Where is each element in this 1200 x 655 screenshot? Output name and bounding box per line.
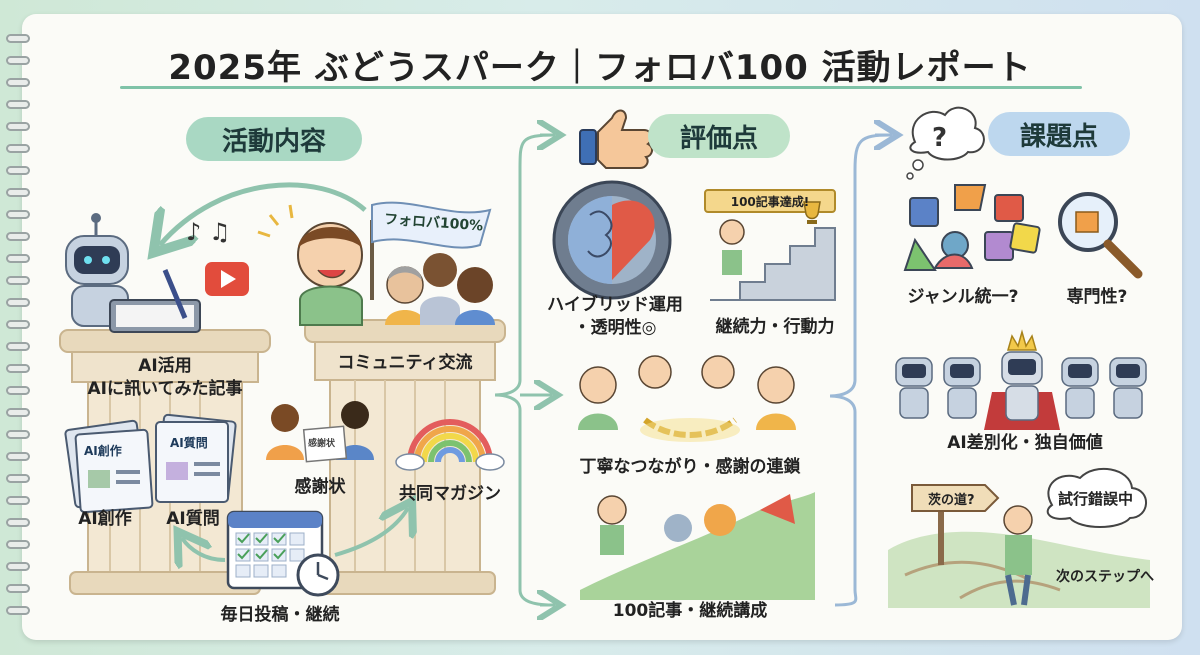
binder-ring (6, 496, 30, 505)
shapes-cluster (903, 184, 1041, 271)
magnifier-icon (1058, 192, 1143, 279)
binder-ring (6, 452, 30, 461)
brain-heart-gear-icon (552, 180, 672, 300)
item-ai-create: AI創作 (78, 509, 132, 529)
crossroads-scene (888, 468, 1150, 608)
item-shared-magazine: 共同マガジン (399, 484, 501, 504)
binder-ring (6, 166, 30, 175)
flow-arrow (160, 182, 367, 245)
binder-ring (6, 100, 30, 109)
hill-climber (580, 492, 815, 600)
binder-ring (6, 56, 30, 65)
issue-expertise: 専門性? (1066, 287, 1128, 307)
binder-ring (6, 540, 30, 549)
binder-ring (6, 122, 30, 131)
binder-ring (6, 298, 30, 307)
binder-ring (6, 474, 30, 483)
issue-genre: ジャンル統一? (907, 287, 1019, 307)
binder-ring (6, 342, 30, 351)
binder-ring (6, 320, 30, 329)
binder-ring (6, 34, 30, 43)
page-title: 2025年 ぶどうスパーク｜フォロバ100 活動レポート (168, 48, 1032, 88)
ai-create-card (64, 419, 154, 514)
binder-ring (6, 408, 30, 417)
clock-icon (296, 553, 340, 597)
pillar-label-ai: AI活用 AIに訊いてみた記事 (87, 356, 243, 399)
strength-100-posts: 100記事・継続講成 (612, 601, 768, 621)
strength-connection: 丁寧なつながり・感謝の連鎖 (579, 457, 801, 477)
issue-next-step: 次のステップへ (1056, 569, 1154, 585)
issue-ai-differentiation: AI差別化・独自価値 (947, 433, 1103, 453)
section-heading-strengths: 評価点 (648, 114, 790, 158)
binder-ring (6, 254, 30, 263)
question-bubble-icon: ? (906, 106, 985, 180)
section-heading-issues: 課題点 (988, 112, 1130, 156)
binder-ring (6, 210, 30, 219)
milestone-banner: 100記事達成! (730, 195, 810, 209)
card-label-ai-create: AI創作 (84, 444, 122, 458)
video-play-icon (205, 262, 249, 296)
binder-ring (6, 364, 30, 373)
svg-text:?: ? (932, 123, 947, 153)
sparkle-lines (257, 204, 294, 238)
card-label-ai-question: AI質問 (170, 436, 208, 450)
strength-continuity: 継続力・行動力 (715, 317, 835, 337)
binder-ring (6, 386, 30, 395)
robot-lineup (895, 329, 1147, 430)
title-underline (120, 86, 1082, 89)
stairs-climber (704, 189, 836, 301)
binder-ring (6, 188, 30, 197)
trial-error-bubble: 試行錯誤中 (1058, 490, 1134, 508)
binder-ring (6, 232, 30, 241)
notebook-rings (6, 34, 36, 634)
crossroads-sign: 茨の道? (928, 493, 975, 508)
binder-ring (6, 518, 30, 527)
flow-arrow (334, 508, 408, 557)
binder-ring (6, 562, 30, 571)
robot-writer (65, 213, 201, 333)
binder-ring (6, 606, 30, 615)
community-group (297, 201, 495, 326)
pillar-label-community: コミュニティ交流 (337, 353, 473, 373)
binder-ring (6, 78, 30, 87)
item-thanks-card: 感謝状 (294, 477, 346, 497)
binder-ring (6, 584, 30, 593)
certificate-text: 感謝状 (308, 439, 336, 449)
item-ai-question: AI質問 (166, 509, 220, 529)
ai-question-card (155, 413, 237, 503)
connected-people (578, 355, 796, 442)
binder-ring (6, 430, 30, 439)
binder-ring (6, 144, 30, 153)
binder-ring (6, 276, 30, 285)
item-daily-posting: 毎日投稿・継続 (220, 605, 340, 625)
section-bracket (494, 133, 556, 607)
flow-arrow (182, 538, 226, 560)
music-note-icon: ♪ ♫ (186, 218, 230, 246)
section-heading-activities: 活動内容 (186, 117, 362, 161)
strength-hybrid: ハイブリッド運用 ・透明性◎ (547, 295, 683, 338)
section-bracket (829, 133, 891, 607)
thumbs-up-icon (579, 109, 654, 169)
rainbow-icon (395, 419, 505, 471)
calendar-icon (226, 510, 324, 590)
thanks-certificate (266, 401, 374, 463)
